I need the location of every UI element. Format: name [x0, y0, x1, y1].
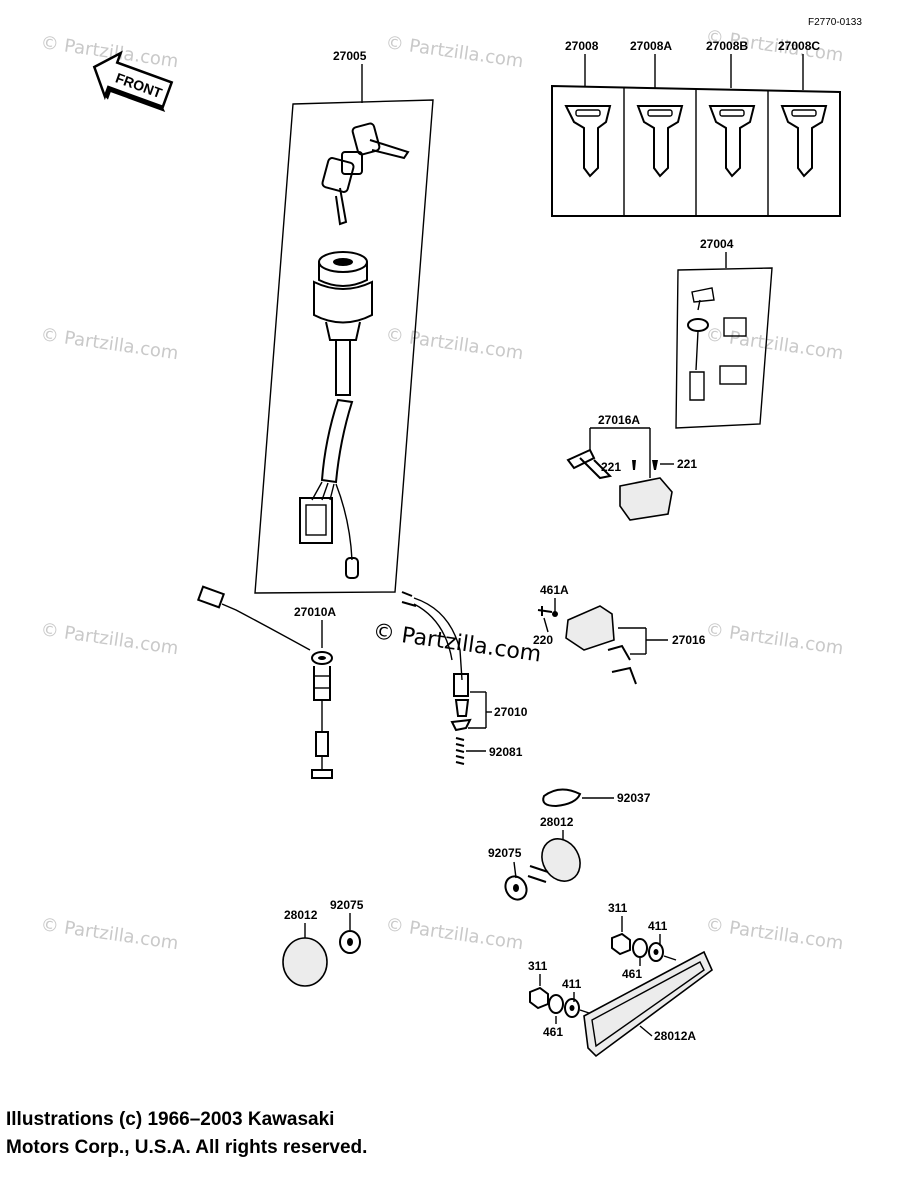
part-label-311-lower: 311	[528, 959, 548, 973]
part-label-92081: 92081	[489, 745, 523, 759]
copyright-line-1: Illustrations (c) 1966–2003 Kawasaki	[6, 1109, 335, 1130]
reflector-28012-right: 28012 92075	[488, 815, 581, 901]
part-label-28012-right: 28012	[540, 815, 574, 829]
part-label-461a: 461A	[540, 583, 569, 597]
part-label-27005: 27005	[333, 49, 367, 63]
key-blank-set: 27008 27008A 27008B 27008C	[551, 39, 841, 217]
part-label-27008: 27008	[565, 39, 599, 53]
watermark: © Partzilla.com	[704, 324, 844, 364]
part-label-461-upper: 461	[622, 967, 642, 981]
spring-92081: 92081	[455, 737, 523, 765]
part-label-92075-left: 92075	[330, 898, 364, 912]
part-label-27008c: 27008C	[778, 39, 820, 53]
ignition-cable	[299, 398, 359, 579]
reflector-28012a: 311 411 461 311 411 461 28012A	[528, 901, 713, 1058]
part-label-27008b: 27008B	[706, 39, 748, 53]
ignition-switch-body	[313, 251, 373, 396]
lock-set-kit: 27004	[675, 237, 773, 429]
part-label-27010: 27010	[494, 705, 528, 719]
part-label-27008a: 27008A	[630, 39, 672, 53]
part-label-27004: 27004	[700, 237, 734, 251]
part-label-27016: 27016	[672, 633, 706, 647]
part-label-92075-right: 92075	[488, 846, 522, 860]
part-label-311-upper: 311	[608, 901, 628, 915]
key-icon	[321, 122, 410, 226]
part-label-461-lower: 461	[543, 1025, 563, 1039]
watermark: © Partzilla.com	[704, 619, 844, 659]
part-label-411-lower: 411	[562, 977, 582, 991]
center-watermark: © Partzilla.com	[371, 619, 543, 667]
copyright-notice: Illustrations (c) 1966–2003 Kawasaki Mot…	[6, 1106, 367, 1162]
part-label-221-right: 221	[677, 457, 697, 471]
watermark: © Partzilla.com	[39, 324, 179, 364]
watermark: © Partzilla.com	[39, 619, 179, 659]
seat-lock-assembly: 27016A 221 221	[566, 413, 697, 521]
reflector-28012-left: 28012 92075	[282, 898, 364, 987]
helmet-lock-assembly: 461A 220 27016	[533, 583, 706, 685]
copyright-line-2: Motors Corp., U.S.A. All rights reserved…	[6, 1137, 368, 1158]
key-blank-icon	[564, 105, 828, 178]
part-label-28012-left: 28012	[284, 908, 318, 922]
watermark-layer: © Partzilla.com © Partzilla.com © Partzi…	[39, 26, 844, 954]
wiring-sensor-27010a: 27010A	[196, 585, 336, 779]
watermark: © Partzilla.com	[384, 32, 524, 72]
watermark: © Partzilla.com	[384, 914, 524, 954]
part-label-28012a: 28012A	[654, 1029, 696, 1043]
ignition-switch-assembly: 27005	[254, 49, 434, 594]
watermark: © Partzilla.com	[704, 914, 844, 954]
watermark: © Partzilla.com	[39, 914, 179, 954]
clamp-92037: 92037	[542, 788, 651, 808]
figure-code: F2770-0133	[808, 17, 862, 28]
part-label-92037: 92037	[617, 791, 651, 805]
part-label-221-left: 221	[601, 460, 621, 474]
part-label-411-upper: 411	[648, 919, 668, 933]
watermark: © Partzilla.com	[384, 324, 524, 364]
part-label-27016a: 27016A	[598, 413, 640, 427]
part-label-220: 220	[533, 633, 553, 647]
wiring-sensor-27010: 27010	[401, 591, 528, 732]
part-label-27010a: 27010A	[294, 605, 336, 619]
